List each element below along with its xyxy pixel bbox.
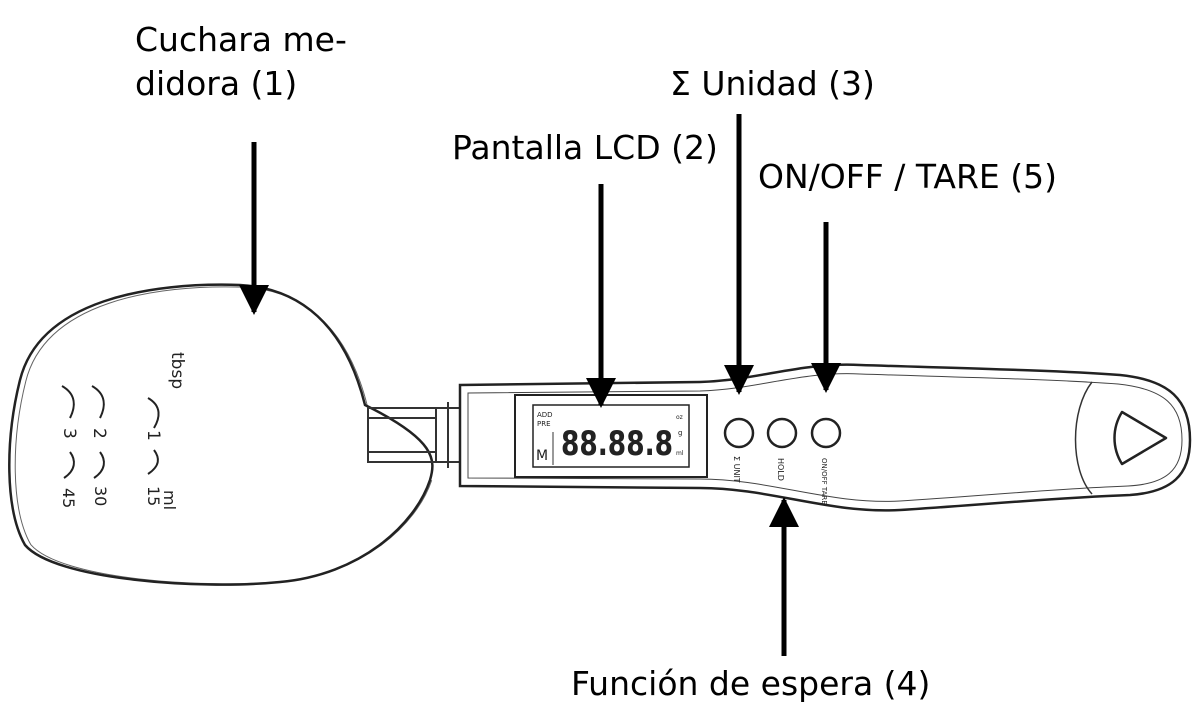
on-off-tare-button-label: ON/OFF TARE	[820, 458, 828, 505]
ml-mark-45: 45	[59, 488, 78, 508]
lcd-mode: M	[536, 448, 548, 464]
lcd-digits: 88.88.8	[561, 424, 673, 464]
handle-end-curve	[1074, 381, 1093, 495]
hanging-hole-icon	[1113, 410, 1168, 466]
tbsp-mark-1: 1	[143, 430, 163, 441]
lcd-unit-g: g	[678, 429, 682, 437]
callout-spoon: Cuchara me- didora (1)	[135, 18, 347, 106]
callout-unit: Σ Unidad (3)	[670, 64, 875, 103]
callout-lcd: Pantalla LCD (2)	[452, 128, 718, 167]
ml-mark-30: 30	[91, 486, 110, 506]
callout-onoff-tare: ON/OFF / TARE (5)	[758, 157, 1057, 196]
lcd-unit-ml: ml	[676, 450, 684, 457]
lcd-tag-add: ADD	[537, 411, 553, 419]
hold-button[interactable]	[766, 417, 798, 449]
tbsp-mark-2: 2	[89, 428, 109, 439]
tbsp-mark-3: 3	[59, 428, 79, 439]
callout-spoon-line2: didora (1)	[135, 64, 298, 103]
tbsp-unit: tbsp	[167, 352, 187, 389]
unit-button-label: Σ UNIT	[732, 456, 741, 483]
unit-button[interactable]	[723, 417, 755, 449]
on-off-tare-button[interactable]	[810, 417, 842, 449]
ml-mark-15: 15	[144, 486, 163, 506]
scale-handle	[458, 363, 1192, 512]
callout-hold: Función de espera (4)	[571, 664, 931, 703]
callout-spoon-line1: Cuchara me-	[135, 20, 347, 59]
lcd-tag-pre: PRE	[537, 420, 551, 428]
lcd-unit-oz: oz	[676, 414, 683, 421]
hold-button-label: HOLD	[776, 458, 785, 481]
ml-unit: ml	[160, 490, 179, 510]
spoon-volume-marks	[61, 385, 160, 479]
